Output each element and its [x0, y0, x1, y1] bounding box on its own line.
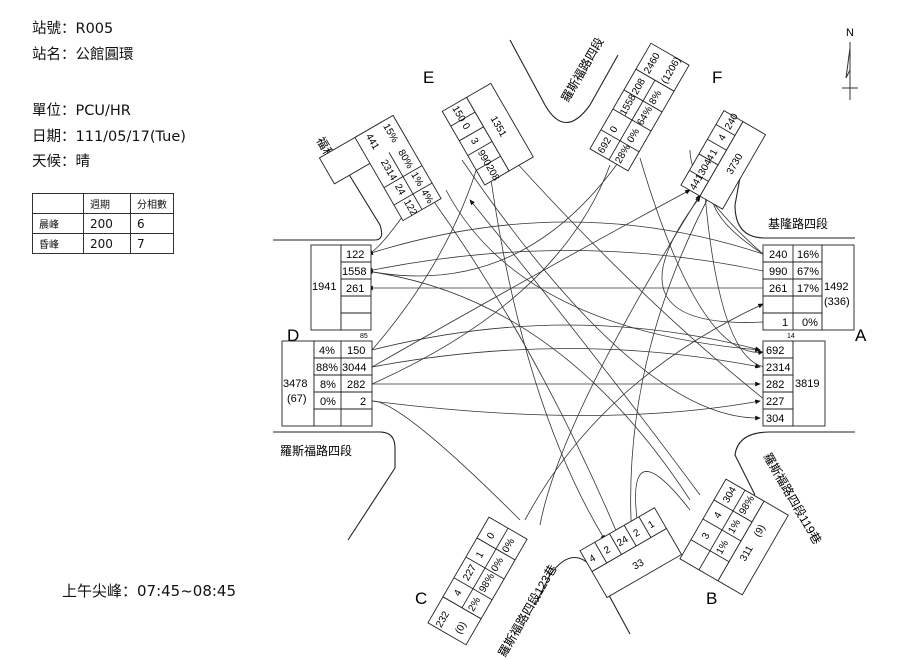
table-cell: 昏峰	[32, 233, 84, 254]
value-label: 1558	[342, 266, 366, 278]
value-label: 24	[615, 534, 631, 549]
value-label: 4	[452, 588, 465, 599]
leg-D-boxes	[281, 244, 373, 427]
date-label: 日期：	[32, 129, 76, 145]
road-name-A: 基隆路四段	[768, 216, 828, 231]
leg-A-values: 240 16% 990 67% 261 17% 1 0% 1492 (336) …	[766, 249, 850, 425]
date-line: 日期：111/05/17(Tue)	[32, 126, 186, 148]
value-label: 261	[769, 283, 787, 295]
leg-C-boxes: 0 0% 1 0% 227 98% 4 2% 232 (0)	[427, 516, 528, 646]
station-name: 公館圓環	[75, 47, 134, 63]
leg-E-out-boxes: 15% 441 80% 2314 1% 24 4% 122	[318, 114, 442, 222]
sub-label: (336)	[824, 296, 850, 308]
weather-value: 晴	[75, 154, 91, 170]
value-label: 227	[766, 396, 784, 408]
road-name-F: 羅斯福路四段	[558, 35, 607, 105]
leg-D-label: D	[287, 326, 299, 345]
value-label: 4	[717, 132, 730, 143]
tiny-label: 14	[787, 333, 795, 340]
station-id-label: 站號：	[32, 21, 76, 37]
value-label: 1	[474, 550, 487, 561]
unit-line: 單位：PCU/HR	[32, 100, 131, 122]
date-value: 111/05/17(Tue)	[75, 129, 186, 145]
value-label: 282	[347, 379, 365, 391]
total-label: 1941	[312, 281, 336, 293]
peak-period: 上午尖峰：07:45~08:45	[62, 582, 237, 600]
value-label: 4%	[319, 345, 335, 357]
table-cell: 7	[130, 233, 174, 254]
total-label: 3478	[283, 378, 307, 390]
value-label: 8%	[320, 379, 336, 391]
value-label: 692	[766, 345, 784, 357]
unit-label: 單位：	[32, 103, 76, 119]
leg-C-label: C	[415, 589, 427, 608]
value-label: 240	[769, 249, 787, 261]
value-label: 0	[459, 121, 472, 132]
leg-B-label: B	[706, 589, 717, 608]
flow-lines	[367, 149, 766, 541]
total-label: 1492	[824, 281, 848, 293]
value-label: 0%	[320, 396, 336, 408]
station-name-label: 站名：	[32, 47, 76, 63]
leg-B-in-boxes: 1 2 24 2 4 33	[579, 507, 683, 599]
leg-F-in-boxes: 441 3044 1 4 240 3730	[680, 110, 767, 210]
sub-label: (9)	[752, 523, 768, 539]
value-label: 1	[646, 519, 657, 532]
value-label: 150	[347, 345, 365, 357]
sub-label: (0)	[453, 620, 469, 636]
total-label: 3819	[795, 378, 819, 390]
signal-timing-table: 週期 分相數 晨峰 200 6 昏峰 200 7	[32, 193, 174, 254]
value-label: 0	[485, 531, 498, 542]
table-row: 昏峰 200 7	[32, 233, 174, 254]
value-label: 4	[712, 510, 725, 521]
value-label: 24	[392, 182, 407, 198]
value-label: 3	[700, 531, 713, 542]
value-label: 3044	[342, 362, 366, 374]
value-label: 122	[346, 249, 364, 261]
leg-F-label: F	[712, 68, 722, 87]
value-label: 304	[766, 413, 784, 425]
value-label: 4	[587, 553, 598, 566]
weather-line: 天候：晴	[32, 151, 90, 173]
leg-A-label: A	[855, 326, 867, 345]
value-label: 17%	[797, 283, 819, 295]
leg-E-label: E	[423, 68, 434, 87]
value-label: 16%	[797, 249, 819, 261]
leg-B-out-boxes: 304 98% 4 1% 3 1% 311 (9)	[679, 478, 789, 596]
north-label: N	[846, 27, 854, 39]
value-label: 3	[468, 136, 481, 147]
sub-label: (67)	[287, 393, 307, 405]
leg-D-values: 122 1558 261 1941 4% 150 88% 3044 8% 282…	[283, 249, 368, 408]
value-label: 0	[608, 124, 621, 135]
value-label: 0%	[802, 317, 818, 329]
value-label: 1	[708, 147, 721, 158]
leg-F-out-boxes: 208 8% 1558 64% 0 0% 692 28% 2460 (1206)	[589, 42, 690, 172]
unit-value: PCU/HR	[75, 103, 131, 119]
value-label: 2	[632, 527, 643, 540]
leg-E-in-boxes: 1351 150 0 3 990 208	[441, 82, 534, 186]
value-label: 2	[602, 544, 613, 557]
value-label: 88%	[316, 362, 338, 374]
value-label: 2314	[766, 362, 790, 374]
station-id-line: 站號：R005	[32, 18, 113, 40]
table-cell: 200	[83, 233, 131, 254]
value-label: 67%	[797, 266, 819, 278]
value-label: 990	[769, 266, 787, 278]
tiny-label: 85	[360, 333, 368, 340]
value-label: 261	[346, 283, 364, 295]
value-label: 1	[782, 317, 788, 329]
station-name-line: 站名：公館圓環	[32, 44, 134, 66]
weather-label: 天候：	[32, 154, 76, 170]
value-label: 282	[766, 379, 784, 391]
road-name-D: 羅斯福路四段	[280, 443, 352, 458]
total-label: 33	[631, 557, 647, 572]
north-arrow-icon	[842, 42, 858, 100]
station-id: R005	[75, 21, 114, 37]
value-label: 2	[360, 396, 366, 408]
leg-A-boxes	[762, 244, 855, 427]
